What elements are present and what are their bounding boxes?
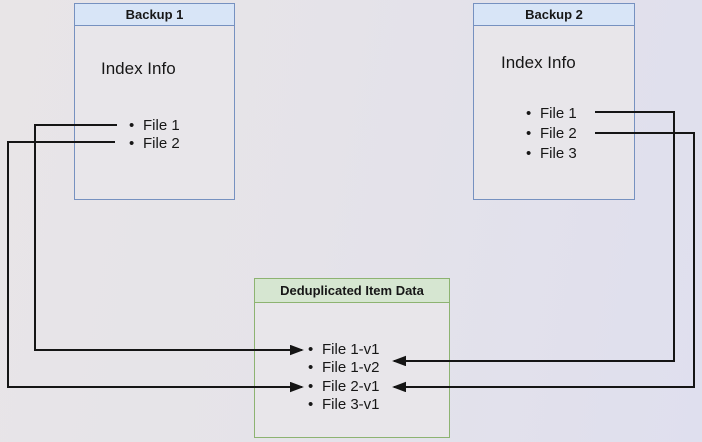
file-list-item: File 1 <box>129 117 180 135</box>
backup2-title: Backup 2 <box>474 4 634 26</box>
backup1-box: Backup 1 Index Info File 1File 2 <box>74 3 235 200</box>
file-list-item: File 2 <box>129 135 180 153</box>
file-list-item: File 2-v1 <box>308 378 380 397</box>
backup1-title: Backup 1 <box>75 4 234 26</box>
dedup-title: Deduplicated Item Data <box>255 279 449 303</box>
dedup-file-list: File 1-v1File 1-v2File 2-v1File 3-v1 <box>308 341 380 415</box>
file-list-item: File 3 <box>526 144 577 164</box>
backup2-box: Backup 2 Index Info File 1File 2File 3 <box>473 3 635 200</box>
file-list-item: File 1-v2 <box>308 359 380 378</box>
file-list-item: File 1-v1 <box>308 341 380 360</box>
backup1-index-info-label: Index Info <box>101 59 176 78</box>
file-list-item: File 1 <box>526 104 577 124</box>
backup1-file-list: File 1File 2 <box>129 117 180 153</box>
deduplicated-item-data-box: Deduplicated Item Data File 1-v1File 1-v… <box>254 278 450 438</box>
backup2-index-info-label: Index Info <box>501 53 576 72</box>
file-list-item: File 3-v1 <box>308 396 380 415</box>
backup2-file-list: File 1File 2File 3 <box>526 104 577 164</box>
file-list-item: File 2 <box>526 124 577 144</box>
